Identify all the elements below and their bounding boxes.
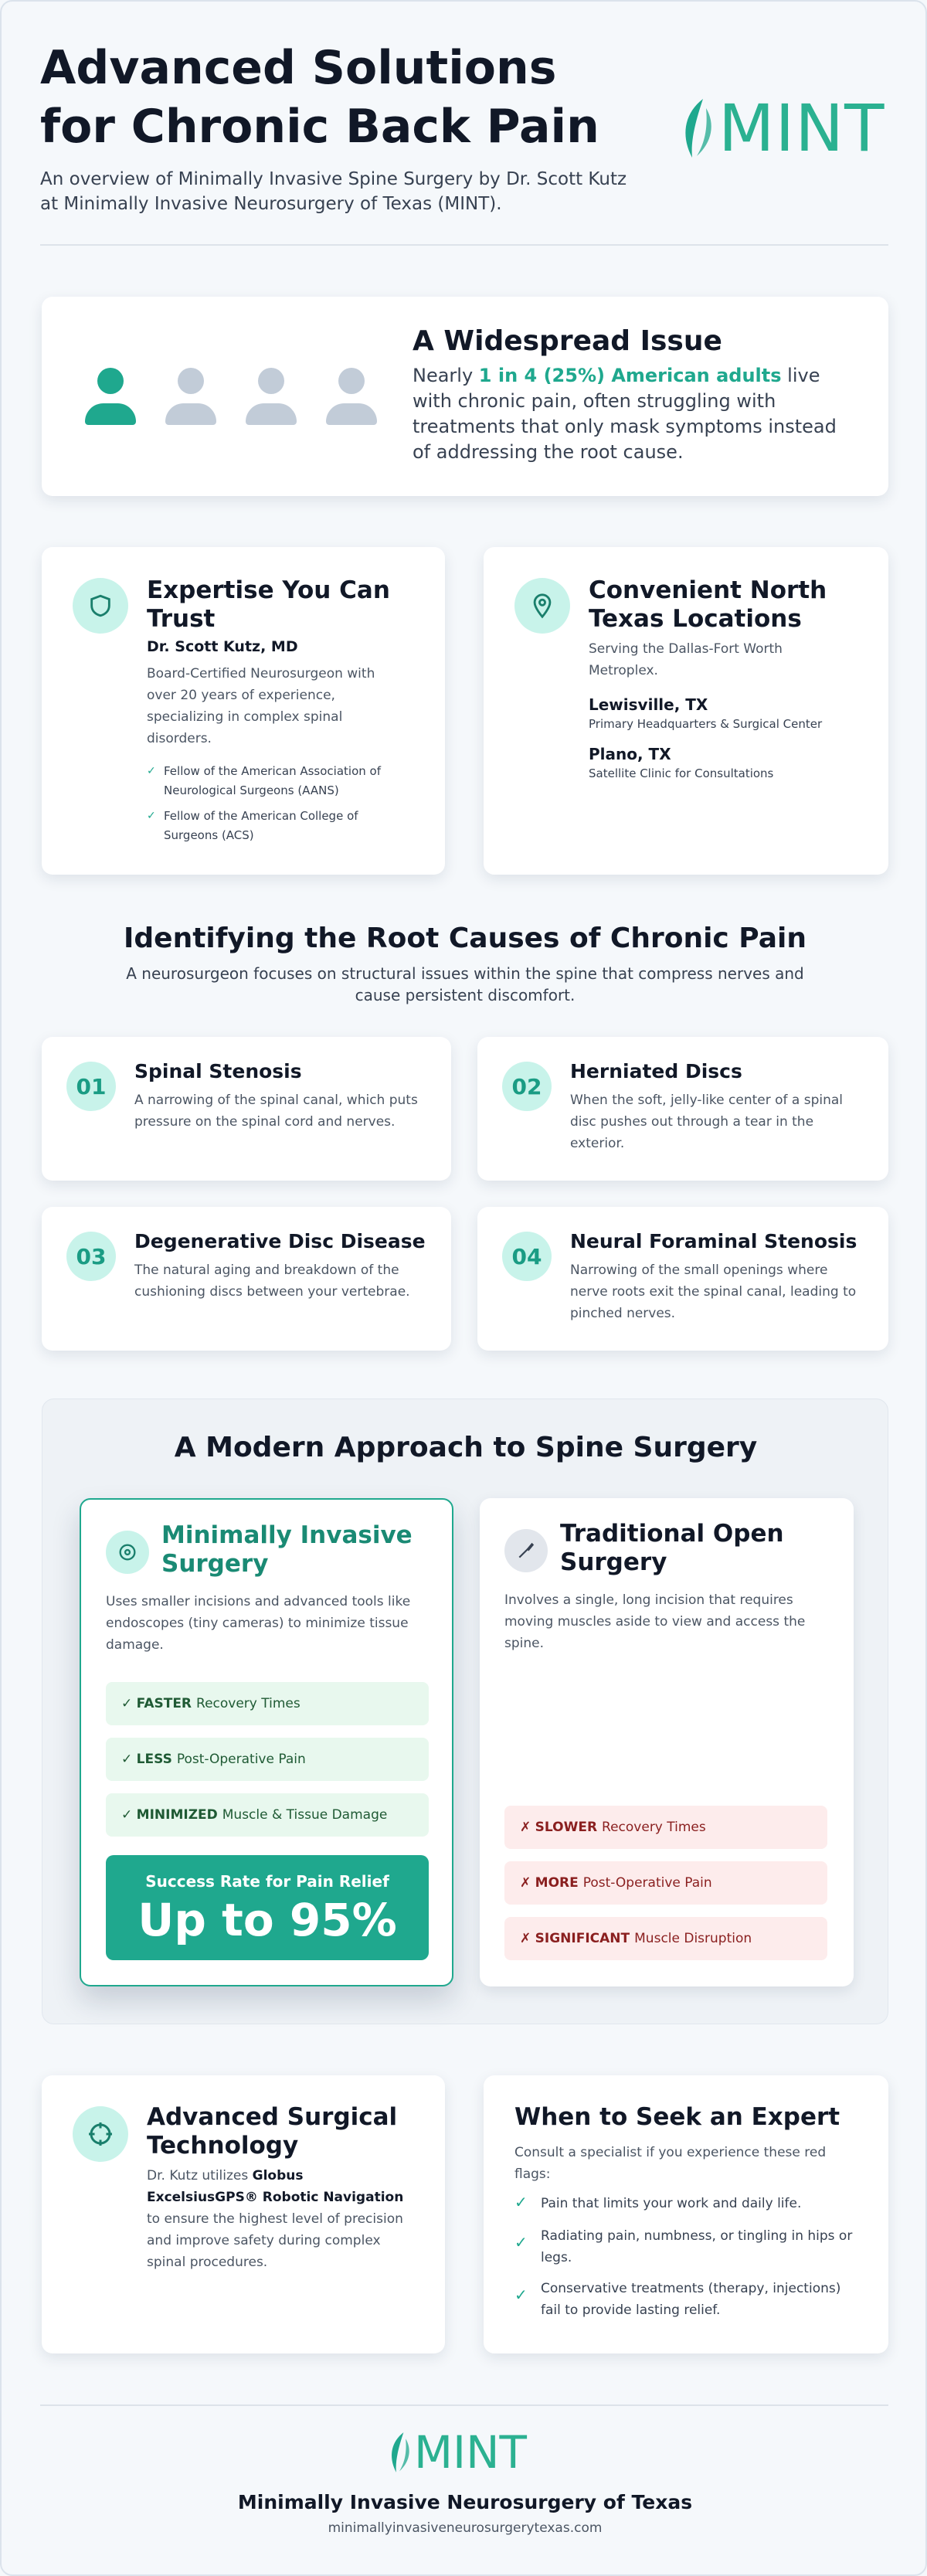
cause-desc: Narrowing of the small openings where ne… <box>570 1263 857 1321</box>
technology-text: Dr. Kutz utilizes Globus ExcelsiusGPS® R… <box>147 2168 404 2270</box>
target-icon <box>106 1531 149 1574</box>
cause-card: 02 Herniated Discs When the soft, jelly-… <box>477 1037 888 1181</box>
issue-title: A Widespread Issue <box>413 325 722 357</box>
approach-section: A Modern Approach to Spine Surgery Minim… <box>42 1398 888 2024</box>
check-icon: ✓ <box>514 2193 528 2211</box>
location-item: Lewisville, TX Primary Headquarters & Su… <box>589 695 822 731</box>
cause-desc: The natural aging and breakdown of the c… <box>134 1263 410 1300</box>
open-desc: Involves a single, long incision that re… <box>504 1592 806 1651</box>
cause-title: Spinal Stenosis <box>134 1060 302 1082</box>
technology-card: Advanced Surgical Technology Dr. Kutz ut… <box>42 2075 445 2353</box>
footer-url[interactable]: minimallyinvasiveneurosurgerytexas.com <box>328 2520 603 2536</box>
footer-logo: MINT <box>388 2428 542 2477</box>
mint-logo: MINT <box>680 93 896 167</box>
check-icon: ✓ <box>514 2285 528 2304</box>
cause-title: Degenerative Disc Disease <box>134 1230 426 1252</box>
footer-org: Minimally Invasive Neurosurgery of Texas <box>237 2491 693 2513</box>
cause-card: 04 Neural Foraminal Stenosis Narrowing o… <box>477 1207 888 1351</box>
locations-card: Convenient North Texas Locations Serving… <box>484 547 888 875</box>
check-icon: ✓ <box>514 2233 528 2251</box>
red-flag-item: ✓ Radiating pain, numbness, or tingling … <box>514 2228 853 2265</box>
cause-desc: A narrowing of the spinal canal, which p… <box>134 1093 418 1130</box>
check-icon: ✓ <box>147 810 156 822</box>
cause-card: 01 Spinal Stenosis A narrowing of the sp… <box>42 1037 451 1181</box>
mis-desc: Uses smaller incisions and advanced tool… <box>106 1594 411 1653</box>
technology-title: Advanced Surgical Technology <box>147 2103 398 2160</box>
success-value: Up to 95% <box>138 1894 397 1946</box>
check-icon: ✓ <box>147 765 156 777</box>
shield-icon <box>73 578 128 634</box>
success-rate-box: Success Rate for Pain Relief Up to 95% <box>106 1855 429 1960</box>
location-city: Plano, TX <box>589 745 671 763</box>
crosshair-icon <box>73 2106 128 2162</box>
leaf-icon <box>392 2432 409 2472</box>
logo-text: MINT <box>718 90 885 166</box>
location-city: Lewisville, TX <box>589 695 708 714</box>
mis-title: Minimally Invasive Surgery <box>161 1521 413 1578</box>
cause-number: 02 <box>502 1062 552 1111</box>
cause-desc: When the soft, jelly-like center of a sp… <box>570 1093 844 1151</box>
page-subtitle: An overview of Minimally Invasive Spine … <box>40 169 627 214</box>
doctor-name: Dr. Scott Kutz, MD <box>147 638 298 655</box>
expertise-card: Expertise You Can Trust Dr. Scott Kutz, … <box>42 547 445 875</box>
header-divider <box>40 244 888 246</box>
location-desc: Primary Headquarters & Surgical Center <box>589 717 823 731</box>
fellowship-item: ✓ Fellow of the American Association of … <box>147 764 381 797</box>
footer-divider <box>40 2404 888 2406</box>
locations-intro: Serving the Dallas-Fort Worth Metroplex. <box>589 641 783 678</box>
seek-expert-card: When to Seek an Expert Consult a special… <box>484 2075 888 2353</box>
red-flag-item: ✓ Pain that limits your work and daily l… <box>514 2193 802 2211</box>
success-label: Success Rate for Pain Relief <box>145 1872 389 1891</box>
causes-title: Identifying the Root Causes of Chronic P… <box>123 923 806 954</box>
cause-number: 04 <box>502 1232 552 1281</box>
issue-highlight: 1 in 4 (25%) American adults <box>478 365 782 386</box>
approach-title: A Modern Approach to Spine Surgery <box>174 1432 758 1463</box>
footer-logo-text: MINT <box>414 2426 527 2479</box>
technology-highlight: Globus ExcelsiusGPS® Robotic Navigation <box>147 2168 404 2205</box>
scalpel-icon <box>504 1529 548 1572</box>
location-item: Plano, TX Satellite Clinic for Consultat… <box>589 745 773 780</box>
cause-title: Herniated Discs <box>570 1060 742 1082</box>
causes-subtitle: A neurosurgeon focuses on structural iss… <box>126 964 804 1004</box>
cause-title: Neural Foraminal Stenosis <box>570 1230 857 1252</box>
red-flag-item: ✓ Conservative treatments (therapy, inje… <box>514 2281 841 2318</box>
doctor-bio: Board-Certified Neurosurgeon with over 2… <box>147 666 375 746</box>
issue-text: Nearly 1 in 4 (25%) American adults live… <box>413 365 837 463</box>
title-line-1: Advanced Solutions <box>40 41 557 95</box>
cause-card: 03 Degenerative Disc Disease The natural… <box>42 1207 451 1351</box>
locations-title: Convenient North Texas Locations <box>589 576 827 633</box>
seek-title: When to Seek an Expert <box>514 2103 840 2131</box>
cause-number: 01 <box>66 1062 116 1111</box>
title-line-2: for Chronic Back Pain <box>40 100 599 154</box>
cause-number: 03 <box>66 1232 116 1281</box>
open-title: Traditional Open Surgery <box>560 1520 784 1576</box>
location-pin-icon <box>514 578 570 634</box>
issue-card: A Widespread Issue Nearly 1 in 4 (25%) A… <box>42 297 888 496</box>
open-surgery-card: Traditional Open Surgery Involves a sing… <box>480 1498 854 1986</box>
mis-card: Minimally Invasive Surgery Uses smaller … <box>80 1498 453 1986</box>
page-title: Advanced Solutions for Chronic Back Pain <box>40 39 599 156</box>
expertise-title: Expertise You Can Trust <box>147 576 390 633</box>
location-desc: Satellite Clinic for Consultations <box>589 766 774 780</box>
seek-intro: Consult a specialist if you experience t… <box>514 2145 827 2182</box>
leaf-icon <box>685 99 711 158</box>
fellowship-item: ✓ Fellow of the American College of Surg… <box>147 809 358 842</box>
